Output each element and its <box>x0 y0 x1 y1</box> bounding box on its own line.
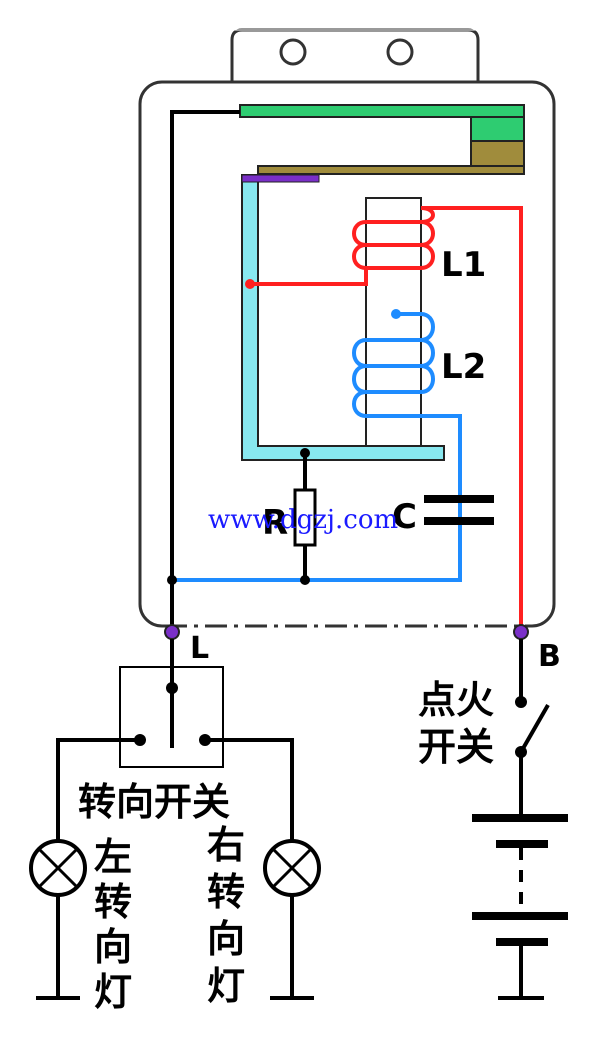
armature-strip <box>239 104 525 118</box>
right-lamp-wire <box>205 738 294 840</box>
label-right-lamp-char: 灯 <box>207 964 245 1008</box>
label-l1: L1 <box>441 245 486 285</box>
label-terminal-l: L <box>190 631 209 666</box>
label-turn-switch: 转向开关 <box>78 780 230 824</box>
green-contact-block <box>470 116 525 142</box>
label-left-lamp-char: 转 <box>94 880 132 924</box>
label-c: C <box>392 497 417 537</box>
junction-resistor-bottom <box>300 575 310 585</box>
label-right-lamp-char: 转 <box>207 870 245 914</box>
label-right-lamp-char: 右 <box>207 823 245 867</box>
label-left-lamp-char: 左 <box>94 835 132 879</box>
terminal-L <box>164 624 180 640</box>
housing-mount-tab <box>230 28 480 82</box>
ignition-contact-top <box>515 696 527 708</box>
label-l2: L2 <box>441 347 486 387</box>
junction-blue <box>391 309 401 319</box>
coil-l1 <box>250 206 523 626</box>
terminal-B <box>513 624 529 640</box>
turn-switch-box <box>119 666 224 768</box>
turn-switch-pivot <box>166 682 178 694</box>
watermark-text: www.dgzj.com <box>208 505 398 535</box>
mount-hole-left <box>279 38 307 66</box>
junction-black <box>167 575 177 585</box>
mount-hole-right <box>386 38 414 66</box>
label-left-lamp-char: 灯 <box>94 970 132 1014</box>
left-lamp-icon <box>29 839 87 897</box>
label-ignition-line1: 点火 <box>418 678 494 722</box>
ignition-switch-blade <box>519 704 550 753</box>
junction-red <box>245 279 255 289</box>
right-lamp-icon <box>263 839 321 897</box>
junction-resistor-top <box>300 448 310 458</box>
coil-core <box>365 197 422 447</box>
label-left-lamp-char: 向 <box>94 925 132 969</box>
purple-contact <box>241 174 320 183</box>
black-wire-L <box>170 110 240 626</box>
battery-icon <box>472 814 568 1000</box>
left-lamp-wire <box>56 738 140 840</box>
capacitor-plate-top <box>424 495 494 503</box>
coil-l2 <box>172 312 462 582</box>
label-terminal-b: B <box>538 639 561 674</box>
olive-contact-block <box>470 140 525 167</box>
label-ignition-line2: 开关 <box>418 725 494 769</box>
label-right-lamp-char: 向 <box>207 917 245 961</box>
spring-strip <box>257 165 525 175</box>
label-r: R <box>262 503 288 543</box>
capacitor-plate-bottom <box>424 517 494 525</box>
